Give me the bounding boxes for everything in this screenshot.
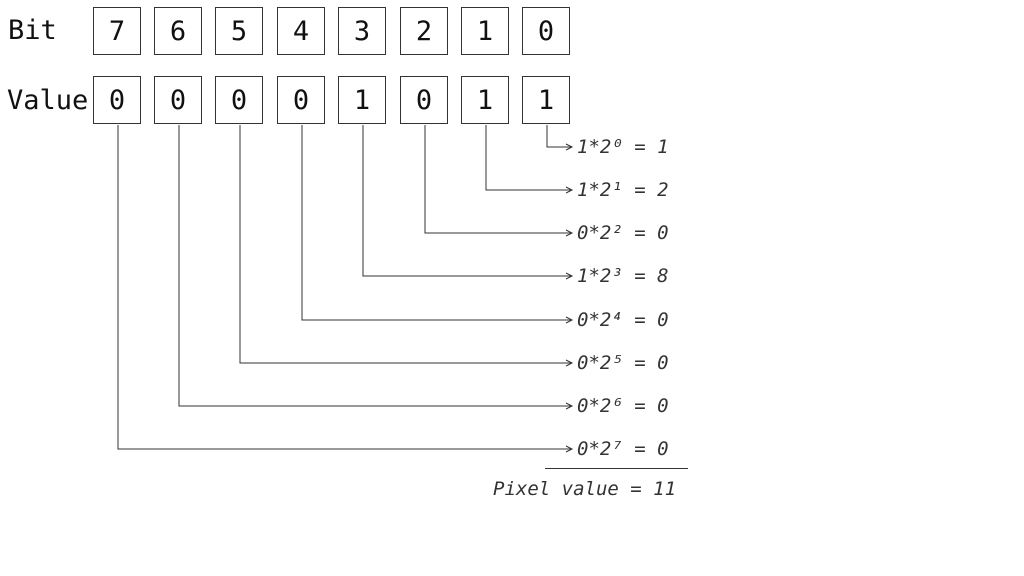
- connector-bit-1: [485, 125, 572, 191]
- bit-cell-5: 5: [215, 7, 263, 55]
- value-cell-3: 1: [338, 76, 386, 124]
- bit-cell-1: 1: [461, 7, 509, 55]
- value-row-label: Value: [7, 85, 89, 116]
- arrowhead-bit-0: [565, 143, 574, 151]
- value-cell-6: 0: [154, 76, 202, 124]
- bit-cell-4: 4: [277, 7, 325, 55]
- term-bit-6: 0*2⁶ = 0: [577, 395, 669, 417]
- bit-cell-0: 0: [522, 7, 570, 55]
- connector-bit-3: [362, 125, 572, 277]
- connector-bit-7: [117, 125, 572, 450]
- arrowhead-bit-7: [565, 445, 574, 453]
- term-bit-7: 0*2⁷ = 0: [577, 438, 669, 460]
- arrowhead-bit-4: [565, 316, 574, 324]
- arrowhead-bit-3: [565, 272, 574, 280]
- value-cell-0: 1: [522, 76, 570, 124]
- arrowhead-bit-1: [565, 186, 574, 194]
- sum-divider: [545, 468, 688, 469]
- bit-cell-6: 6: [154, 7, 202, 55]
- bit-cell-3: 3: [338, 7, 386, 55]
- arrowhead-bit-5: [565, 359, 574, 367]
- value-cell-4: 0: [277, 76, 325, 124]
- term-bit-0: 1*2⁰ = 1: [577, 136, 669, 158]
- term-bit-5: 0*2⁵ = 0: [577, 352, 669, 374]
- value-cell-5: 0: [215, 76, 263, 124]
- bit-cell-2: 2: [400, 7, 448, 55]
- arrowhead-bit-2: [565, 229, 574, 237]
- term-bit-2: 0*2² = 0: [577, 222, 669, 244]
- connector-bit-5: [239, 125, 572, 364]
- value-cell-7: 0: [93, 76, 141, 124]
- connector-bit-6: [178, 125, 572, 407]
- term-bit-4: 0*2⁴ = 0: [577, 309, 669, 331]
- value-cell-1: 1: [461, 76, 509, 124]
- bit-row-label: Bit: [8, 15, 57, 46]
- connector-bit-4: [301, 125, 572, 321]
- term-bit-1: 1*2¹ = 2: [577, 179, 669, 201]
- value-cell-2: 0: [400, 76, 448, 124]
- bit-cell-7: 7: [93, 7, 141, 55]
- term-bit-3: 1*2³ = 8: [577, 265, 669, 287]
- arrowhead-bit-6: [565, 402, 574, 410]
- connector-bit-2: [424, 125, 572, 234]
- pixel-value-total: Pixel value = 11: [493, 478, 677, 500]
- connector-bit-0: [546, 125, 572, 148]
